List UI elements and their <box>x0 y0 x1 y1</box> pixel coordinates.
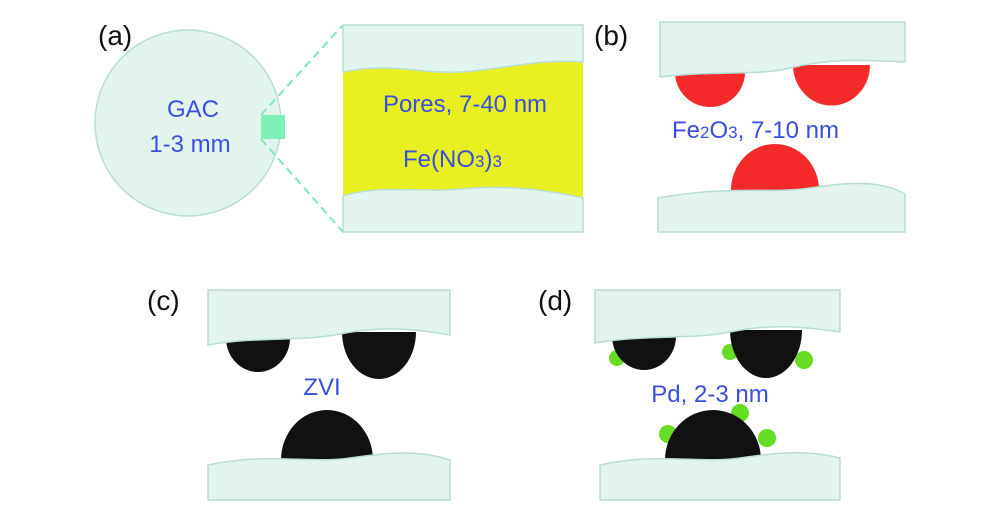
precursor-text: Fe(NO3)3 <box>403 146 502 173</box>
panel-c: (c) ZVI <box>147 285 451 501</box>
pore-wall-bottom <box>207 452 451 501</box>
zoom-line-bottom <box>260 138 344 233</box>
fe2o3-particle <box>793 65 870 106</box>
pore-wall-top <box>594 289 841 344</box>
panel-d: (d) Pd, 2-3 nm <box>538 285 841 501</box>
pore-wall-top <box>342 24 584 73</box>
pore-wall-top <box>207 289 451 346</box>
pore-wall-bottom <box>599 451 841 501</box>
zvi-particle <box>226 338 290 372</box>
zvi-particle <box>730 330 802 378</box>
pore-wall-bottom <box>342 186 584 233</box>
fe2o3-text: Fe2O3, 7-10 nm <box>672 117 839 144</box>
panel-b: (b) Fe2O3, 7-10 nm <box>594 20 906 233</box>
panel-c-label: (c) <box>147 285 180 316</box>
gac-particle <box>94 29 282 217</box>
zvi-text: ZVI <box>303 374 340 401</box>
gac-name: GAC <box>167 96 219 123</box>
panel-a: (a) GAC 1-3 mm Pores, 7-40 nm Fe(NO3)3 <box>94 20 584 233</box>
panel-a-label: (a) <box>98 20 132 51</box>
panel-b-label: (b) <box>594 20 628 51</box>
gac-size: 1-3 mm <box>149 131 230 158</box>
zvi-particle <box>281 410 373 460</box>
pore-wall-bottom <box>657 182 906 233</box>
fe2o3-particle <box>675 72 745 107</box>
zvi-particle <box>665 410 761 460</box>
zoom-line-top <box>260 24 344 116</box>
pore-wall-top <box>659 21 906 78</box>
zvi-particle <box>342 332 416 379</box>
fe2o3-particle <box>731 144 819 190</box>
pd-particle <box>758 429 776 447</box>
pd-particle <box>795 351 813 369</box>
panel-d-label: (d) <box>538 285 572 316</box>
zoom-region <box>261 115 285 139</box>
zvi-particle <box>612 336 676 370</box>
pores-text: Pores, 7-40 nm <box>383 91 547 118</box>
pd-text: Pd, 2-3 nm <box>651 381 768 408</box>
